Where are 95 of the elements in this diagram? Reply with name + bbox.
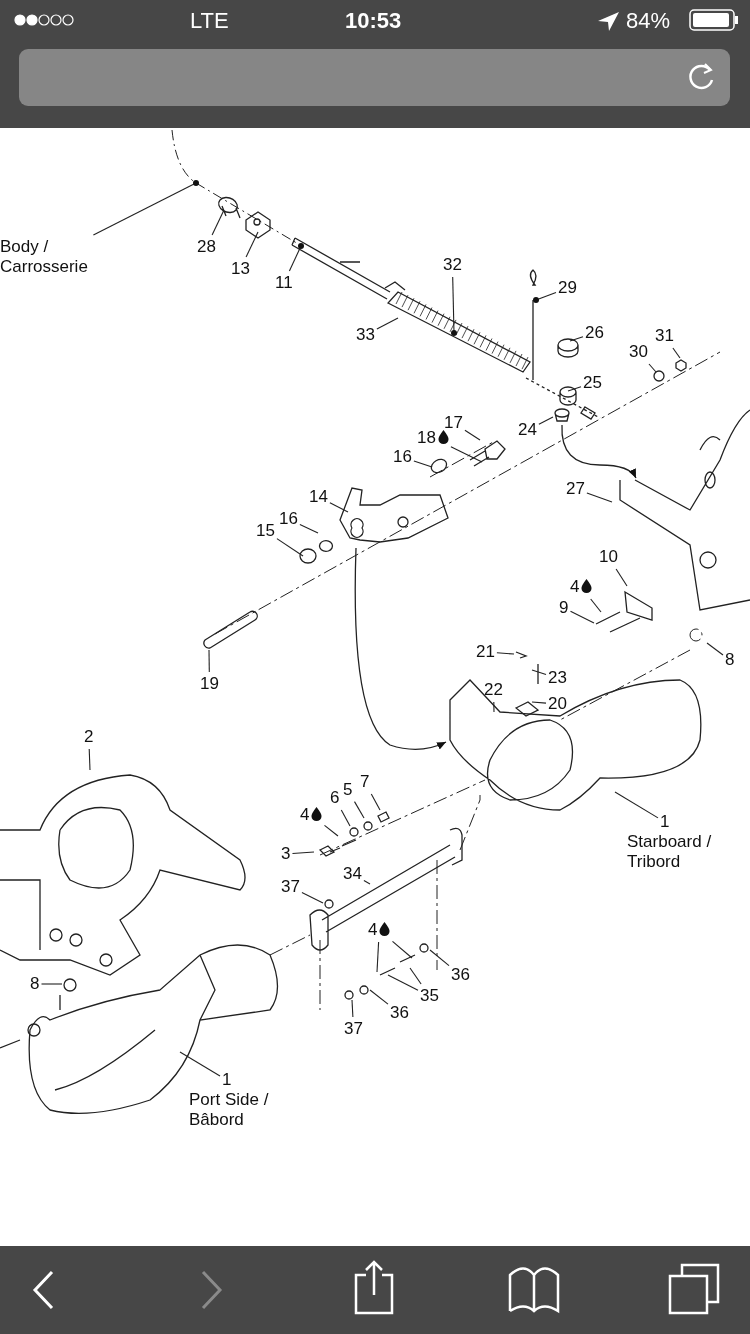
- callout-number: 2: [84, 727, 94, 747]
- callout-number: 4: [570, 577, 580, 597]
- leader-line: [531, 701, 547, 704]
- battery-percentage: 84%: [626, 8, 671, 34]
- leader-line: [538, 416, 554, 425]
- callout-number: 35: [420, 986, 439, 1006]
- leader-line: [615, 568, 628, 587]
- callout-number: 16: [279, 509, 298, 529]
- callout-number: 32: [443, 255, 462, 275]
- callout-number: 36: [451, 965, 470, 985]
- leader-line: [351, 999, 354, 1018]
- leader-line: [531, 669, 547, 675]
- leader-line: [208, 649, 210, 673]
- leader-line: [92, 180, 199, 236]
- callout-number: 10: [599, 547, 618, 567]
- callout-number: 4: [368, 920, 378, 940]
- leader-line: [391, 940, 413, 959]
- leader-line: [353, 801, 365, 819]
- callout-number: 11: [275, 273, 293, 293]
- part-label: Starboard / Tribord: [627, 832, 713, 872]
- leader-line: [301, 892, 324, 904]
- leader-line: [569, 336, 584, 342]
- leader-line: [614, 791, 659, 819]
- leader-line: [409, 967, 422, 985]
- leader-line: [369, 989, 389, 1005]
- callout-number: 9: [559, 598, 569, 618]
- part-label: Body / Carrosserie: [0, 237, 100, 277]
- callout-number: 19: [200, 674, 219, 694]
- leader-line: [245, 231, 259, 258]
- callout-number: 21: [476, 642, 495, 662]
- leader-line: [586, 492, 613, 503]
- callout-number: 23: [548, 668, 567, 688]
- callout-number: 13: [231, 259, 250, 279]
- callout-number: 27: [566, 479, 585, 499]
- leader-line: [429, 949, 450, 967]
- callout-number: 37: [281, 877, 300, 897]
- leader-line: [413, 460, 433, 468]
- callout-number: 6: [330, 788, 340, 808]
- leader-line: [291, 851, 315, 855]
- leader-line: [323, 824, 339, 837]
- leader-line: [376, 317, 399, 330]
- leader-line: [567, 386, 582, 392]
- callout-number: 16: [393, 447, 412, 467]
- leader-line: [363, 879, 371, 885]
- callout-number: 7: [360, 772, 370, 792]
- callout-number: 1: [660, 812, 670, 832]
- leader-line: [533, 291, 557, 303]
- leader-line: [340, 809, 351, 827]
- leader-line: [329, 502, 349, 513]
- callout-number: 17: [444, 413, 463, 433]
- callout-number: 20: [548, 694, 567, 714]
- callout-number: 31: [655, 326, 674, 346]
- leader-line: [276, 538, 304, 557]
- leader-line: [590, 598, 602, 613]
- callout-number: 28: [197, 237, 216, 257]
- leader-line: [569, 610, 595, 624]
- leader-line: [496, 652, 515, 655]
- leader-line: [387, 974, 419, 991]
- callout-number: 30: [629, 342, 648, 362]
- clock-time: 10:53: [345, 8, 402, 34]
- leader-line: [451, 276, 457, 336]
- leader-line: [464, 429, 481, 441]
- leader-line: [370, 793, 381, 811]
- leader-line: [288, 243, 304, 272]
- callout-number: 15: [256, 521, 275, 541]
- leader-line: [493, 701, 495, 713]
- leader-line: [450, 446, 483, 463]
- callout-number: 37: [344, 1019, 363, 1039]
- callout-number: 22: [484, 680, 503, 700]
- leader-line: [40, 983, 63, 985]
- callout-number: 8: [30, 974, 40, 994]
- callout-number: 18: [417, 428, 436, 448]
- leader-line: [376, 941, 380, 973]
- network-type-text: LTE: [190, 8, 229, 34]
- leader-line: [211, 209, 225, 236]
- callout-number: 3: [281, 844, 291, 864]
- leader-line: [672, 347, 681, 359]
- callout-number: 33: [356, 325, 375, 345]
- part-label: Port Side / Bâbord: [189, 1090, 270, 1130]
- callout-number: 25: [583, 373, 602, 393]
- callout-number: 24: [518, 420, 537, 440]
- leader-line: [88, 748, 91, 771]
- callout-number: 1: [222, 1070, 232, 1090]
- callout-number: 26: [585, 323, 604, 343]
- callout-number: 4: [300, 805, 310, 825]
- callout-number: 36: [390, 1003, 409, 1023]
- callout-number: 29: [558, 278, 577, 298]
- leader-line: [648, 363, 657, 373]
- callout-number: 8: [725, 650, 735, 670]
- callout-number: 5: [343, 780, 353, 800]
- callout-number: 14: [309, 487, 328, 507]
- leader-line: [706, 642, 724, 656]
- callout-number: 34: [343, 864, 362, 884]
- leader-line: [299, 523, 319, 534]
- leader-line: [179, 1051, 221, 1077]
